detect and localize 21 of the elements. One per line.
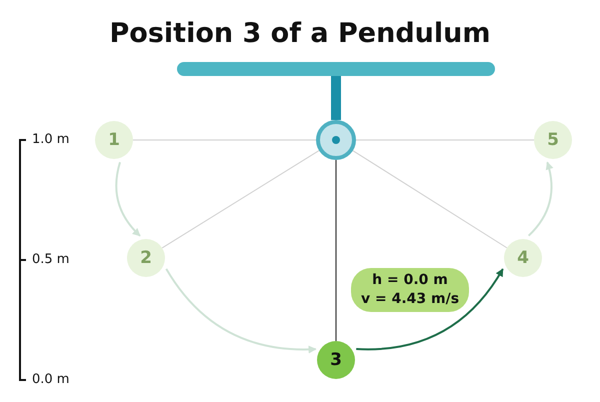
pendulum-bob: 2: [127, 239, 165, 277]
support-bar: [177, 62, 495, 76]
motion-arrow: [115, 162, 141, 237]
pendulum-bob: 1: [95, 121, 133, 159]
value-panel: [351, 268, 469, 312]
motion-arrow: [528, 162, 554, 236]
height-value: h = 0.0 m: [371, 272, 449, 288]
support-rod: [331, 76, 341, 120]
pendulum-bob: 5: [534, 121, 572, 159]
motion-arrow: [165, 268, 317, 354]
motion-arrow: [356, 268, 504, 350]
pendulum-bob: 4: [504, 239, 542, 277]
scale-label: 1.0 m: [32, 132, 70, 147]
string-line: [162, 150, 320, 248]
pivot-circle: [316, 120, 356, 160]
scale-label: 0.0 m: [32, 372, 70, 387]
title: Position 3 of a Pendulum: [108, 18, 492, 49]
scale-label: 0.5 m: [32, 252, 70, 267]
speed-value: v = 4.43 m/s: [360, 291, 460, 307]
string-line: [352, 150, 508, 248]
pendulum-bob: 3: [317, 341, 355, 379]
